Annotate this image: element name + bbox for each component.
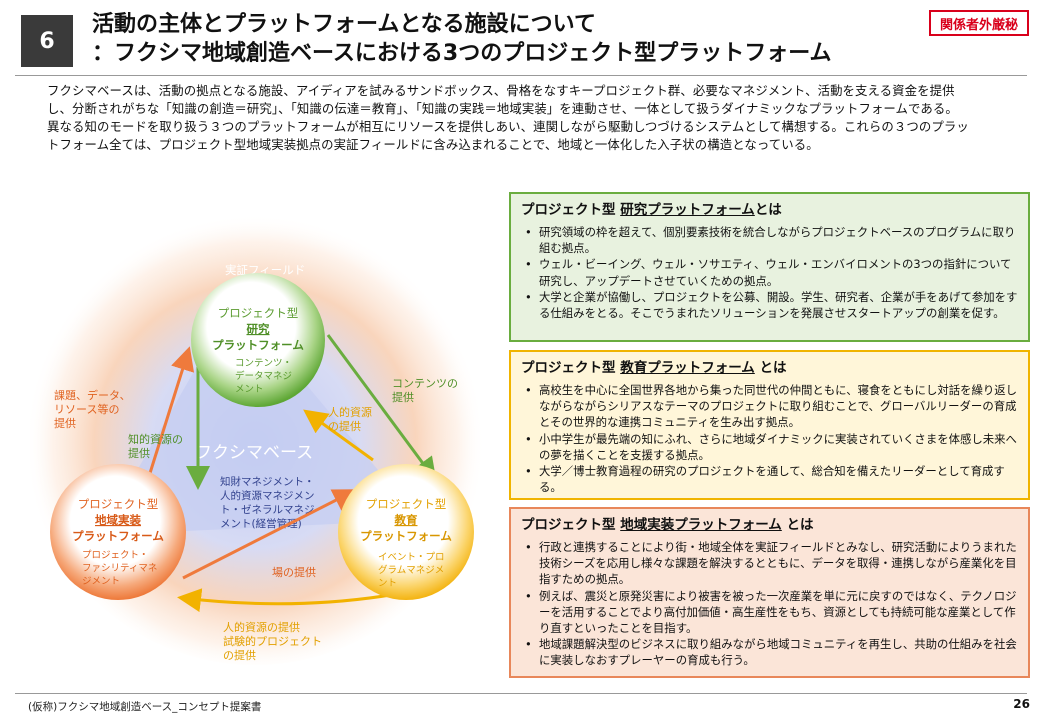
svg-text:ト・ゼネラルマネジ: ト・ゼネラルマネジ xyxy=(220,504,315,516)
intro-paragraph: フクシマベースは、活動の拠点となる施設、アイディアを試みるサンドボックス、骨格を… xyxy=(47,83,969,152)
list-item: ウェル・ビーイング、ウェル・ソサエティ、ウェル・エンバイロメントの3つの指針につ… xyxy=(525,256,1018,288)
svg-text:プロジェクト型: プロジェクト型 xyxy=(218,306,299,320)
field-label: 実証フィールド xyxy=(225,263,305,277)
flow-issues-data: 課題、データ、 リソース等の 提供 xyxy=(54,388,131,430)
regional-box-title: プロジェクト型 地域実装プラットフォーム とは xyxy=(521,517,814,533)
header-divider xyxy=(15,75,1027,76)
svg-text:グラムマネジメ: グラムマネジメ xyxy=(378,564,444,576)
arrow-regional-to-education xyxy=(182,489,358,580)
footer-document-title: (仮称)フクシマ地域創造ベース_コンセプト提案書 xyxy=(28,701,262,713)
list-item: 例えば、震災と原発災害により被害を被った一次産業を単に元に戻すのではなく、テクノ… xyxy=(525,588,1018,637)
svg-text:地域実装: 地域実装 xyxy=(95,513,141,527)
svg-text:プロジェクト・: プロジェクト・ xyxy=(82,550,149,561)
research-box-title: プロジェクト型 研究プラットフォームとは xyxy=(521,202,782,218)
flow-human-to-research: 人的資源 の提供 xyxy=(328,405,372,433)
svg-text:教育: 教育 xyxy=(394,513,418,527)
education-label: プロジェクト型 教育 プラットフォーム xyxy=(360,497,452,543)
slide-number: 6 xyxy=(21,15,73,67)
svg-text:プラットフォーム: プラットフォーム xyxy=(212,338,304,352)
svg-text:場の提供: 場の提供 xyxy=(272,565,316,579)
svg-text:の提供: の提供 xyxy=(223,648,256,662)
svg-text:人的資源の提供: 人的資源の提供 xyxy=(223,620,300,634)
management-text: 知財マネジメント・ 人的資源マネジメン ト・ゼネラルマネジ メント(経営管理) xyxy=(220,475,315,530)
list-item: 地域課題解決型のビジネスに取り組みながら地域コミュニティを再生し、共助の仕組みを… xyxy=(525,636,1018,668)
arrow-education-to-research xyxy=(303,409,374,462)
svg-text:プロジェクト型: プロジェクト型 xyxy=(366,497,447,511)
education-circle xyxy=(338,464,474,600)
footer-divider xyxy=(15,693,1027,694)
flow-intellectual: 知的資源の 提供 xyxy=(128,432,183,460)
svg-text:プロジェクト型: プロジェクト型 xyxy=(78,497,159,511)
svg-text:コンテンツの: コンテンツの xyxy=(392,377,458,390)
svg-text:課題、データ、: 課題、データ、 xyxy=(54,388,131,402)
list-item: 大学／博士教育過程の研究のプロジェクトを通して、総合知を備えたリーダーとして育成… xyxy=(525,463,1018,495)
page-number: 26 xyxy=(1013,697,1030,711)
svg-text:提供: 提供 xyxy=(392,390,414,404)
flow-contents: コンテンツの 提供 xyxy=(392,377,458,404)
svg-text:ファシリティマネ: ファシリティマネ xyxy=(82,563,157,574)
research-box-list: 研究領域の枠を超えて、個別要素技術を統合しながらプロジェクトベースのプログラムに… xyxy=(521,224,1018,321)
base-label: フクシマベース xyxy=(195,443,313,463)
regional-platform-box: プロジェクト型 地域実装プラットフォーム とは 行政と連携することにより街・地域… xyxy=(509,507,1030,678)
svg-text:試験的プロジェクト: 試験的プロジェクト xyxy=(223,634,322,648)
title-line-1: 活動の主体とプラットフォームとなる施設について xyxy=(92,12,597,37)
education-platform-box: プロジェクト型 教育プラットフォーム とは 高校生を中心に全国世界各地から集った… xyxy=(509,350,1030,500)
education-box-title: プロジェクト型 教育プラットフォーム とは xyxy=(521,360,787,376)
arrow-research-to-education xyxy=(326,334,437,482)
platform-diagram: 実証フィールド フクシマベース 知財マネジメント・ 人的資源マネジメン ト・ゼネ… xyxy=(30,205,485,665)
list-item: 研究領域の枠を超えて、個別要素技術を統合しながらプロジェクトベースのプログラムに… xyxy=(525,224,1018,256)
svg-text:メント: メント xyxy=(235,384,264,395)
research-label: プロジェクト型 研究 プラットフォーム xyxy=(212,306,304,352)
regional-circle xyxy=(50,464,186,600)
svg-text:知的資源の: 知的資源の xyxy=(128,432,183,446)
regional-label: プロジェクト型 地域実装 プラットフォーム xyxy=(72,497,164,543)
list-item: 大学と企業が協働し、プロジェクトを公募、開設。学生、研究者、企業が手をあげて参加… xyxy=(525,289,1018,321)
svg-text:プラットフォーム: プラットフォーム xyxy=(72,529,164,543)
svg-text:提供: 提供 xyxy=(54,416,76,430)
flow-human-trial: 人的資源の提供 試験的プロジェクト の提供 xyxy=(223,620,322,662)
svg-text:リソース等の: リソース等の xyxy=(54,402,119,416)
education-box-list: 高校生を中心に全国世界各地から集った同世代の仲間ともに、寝食をともにし対話を繰り… xyxy=(521,382,1018,495)
svg-text:データマネジ: データマネジ xyxy=(235,370,292,382)
page-title: 活動の主体とプラットフォームとなる施設について ：フクシマ地域創造ベースにおける… xyxy=(92,10,932,68)
svg-text:イベント・プロ: イベント・プロ xyxy=(378,552,445,563)
svg-text:研究: 研究 xyxy=(247,322,270,336)
svg-text:の提供: の提供 xyxy=(328,419,361,433)
research-sub: コンテンツ・ データマネジ メント xyxy=(235,358,292,395)
flow-place: 場の提供 xyxy=(272,565,316,579)
svg-text:知財マネジメント・: 知財マネジメント・ xyxy=(220,475,315,488)
svg-text:提供: 提供 xyxy=(128,446,150,460)
base-triangle xyxy=(100,300,420,535)
svg-text:ジメント: ジメント xyxy=(82,576,120,587)
title-line-2: ：フクシマ地域創造ベースにおける3つのプロジェクト型プラットフォーム xyxy=(92,41,832,66)
education-sub: イベント・プロ グラムマネジメ ント xyxy=(378,552,445,589)
list-item: 高校生を中心に全国世界各地から集った同世代の仲間ともに、寝食をともにし対話を繰り… xyxy=(525,382,1018,431)
arrow-education-to-regional xyxy=(177,588,409,613)
list-item: 行政と連携することにより街・地域全体を実証フィールドとみなし、研究活動によりうま… xyxy=(525,539,1018,588)
svg-text:プラットフォーム: プラットフォーム xyxy=(360,529,452,543)
research-circle xyxy=(191,273,325,407)
regional-sub: プロジェクト・ ファシリティマネ ジメント xyxy=(82,550,157,587)
svg-text:ント: ント xyxy=(378,578,397,589)
regional-box-list: 行政と連携することにより街・地域全体を実証フィールドとみなし、研究活動によりうま… xyxy=(521,539,1018,669)
confidential-badge: 関係者外厳秘 xyxy=(929,10,1029,36)
list-item: 小中学生が最先端の知にふれ、さらに地域ダイナミックに実装されていくさまを体感し未… xyxy=(525,431,1018,463)
svg-text:人的資源: 人的資源 xyxy=(328,405,372,419)
svg-text:人的資源マネジメン: 人的資源マネジメン xyxy=(220,489,315,502)
research-platform-box: プロジェクト型 研究プラットフォームとは 研究領域の枠を超えて、個別要素技術を統… xyxy=(509,192,1030,342)
svg-text:コンテンツ・: コンテンツ・ xyxy=(235,358,292,369)
